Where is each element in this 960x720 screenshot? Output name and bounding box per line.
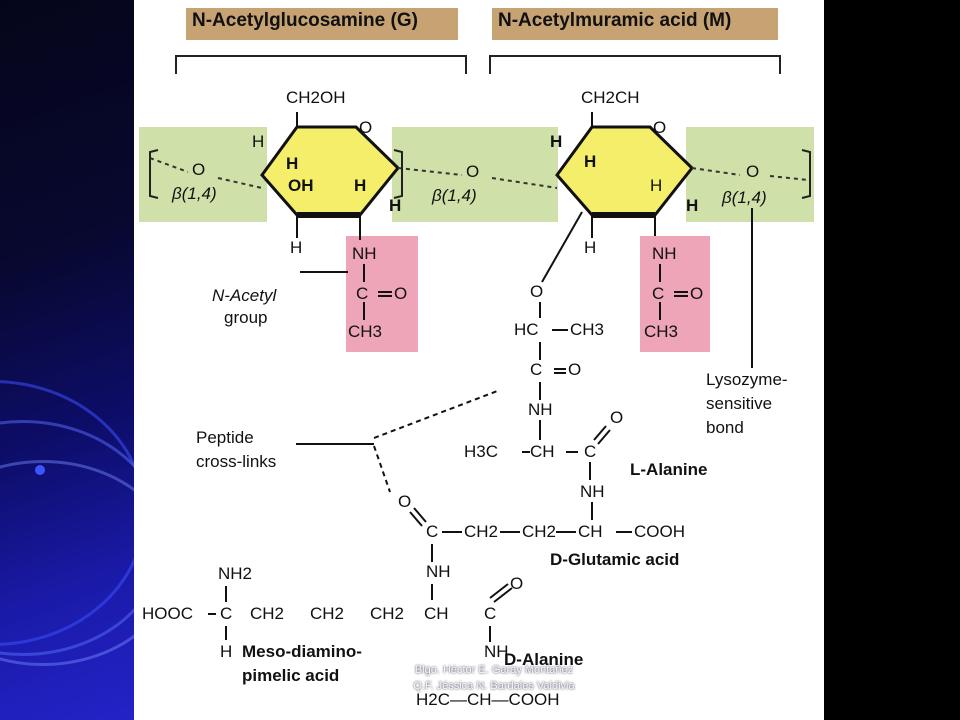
glu-nh: NH <box>580 482 605 501</box>
lysozyme-label-line2: sensitive <box>706 394 773 413</box>
lysozyme-label-line1: Lysozyme- <box>706 370 788 389</box>
bracket-m <box>489 55 781 74</box>
dap-h: H <box>220 642 233 661</box>
title-n-acetylmuramic-acid: N-Acetylmuramic acid (M) <box>498 10 732 31</box>
lala-ch: CH <box>530 442 555 461</box>
lala-h3c: H3C <box>464 442 499 461</box>
dap-ch2a: CH2 <box>250 604 285 623</box>
bond-o-mid: O <box>466 162 480 181</box>
dap-nh2: NH2 <box>218 564 253 583</box>
glc-h3: H <box>354 176 367 195</box>
acetyl-m-c: C <box>652 284 665 303</box>
lactyl-hc: HC <box>514 320 539 339</box>
muramic-ring <box>555 125 695 217</box>
acetyl-g-ch3: CH3 <box>348 322 383 341</box>
lactyl-o2: O <box>568 360 582 379</box>
acetyl-g-o: O <box>394 284 408 303</box>
glu-ch2b: CH2 <box>522 522 557 541</box>
label-box-m <box>492 8 778 40</box>
dala-c: C <box>484 604 497 623</box>
mur-h2: H <box>584 152 597 171</box>
mur-h3: H <box>650 176 663 195</box>
acetyl-box-m <box>640 236 710 352</box>
glc-h5: H <box>290 238 303 257</box>
credit-line2: Q.F. Jéssica N. Bardales Valdivia <box>413 680 575 692</box>
dala-nh: NH <box>484 642 509 661</box>
dala-o: O <box>510 574 524 593</box>
peptide-label-line1: Peptide <box>196 428 254 447</box>
glucosamine-ring <box>260 125 401 217</box>
glu-ch: CH <box>578 522 603 541</box>
bond-box-right <box>686 127 814 222</box>
label-box-g <box>186 8 458 40</box>
d-glutamic-label: D-Glutamic acid <box>550 550 680 569</box>
lala-c: C <box>584 442 597 461</box>
l-alanine-label: L-Alanine <box>630 460 708 479</box>
dala-bottom-chain: H2C—CH—COOH <box>416 690 560 709</box>
glc-h2: H <box>286 154 299 173</box>
glu-o: O <box>398 492 412 511</box>
mur-h5: H <box>584 238 597 257</box>
glu-ch2a: CH2 <box>464 522 499 541</box>
glu-cooh: COOH <box>634 522 685 541</box>
d-alanine-label: D-Alanine <box>504 650 584 669</box>
mur-ring-o: O <box>653 118 667 137</box>
beta-1-4-mid: β(1,4) <box>432 186 477 205</box>
n-acetyl-label-line1: N-Acetyl <box>212 286 277 305</box>
right-black-band <box>824 0 960 720</box>
peptide-label-line2: cross-links <box>196 452 277 471</box>
lysozyme-label-line3: bond <box>706 418 744 437</box>
lactyl-ch3: CH3 <box>570 320 605 339</box>
glc-ch2oh: CH2OH <box>286 88 346 107</box>
left-decorative-band <box>0 0 134 720</box>
acetyl-m-nh: NH <box>652 244 677 263</box>
n-acetyl-label-line2: group <box>224 308 268 327</box>
bond-box-mid <box>392 127 558 222</box>
acetyl-box-g <box>346 236 418 352</box>
beta-1-4-right: β(1,4) <box>722 188 767 207</box>
glc-h1: H <box>252 132 265 151</box>
beta-1-4-left: β(1,4) <box>172 184 217 203</box>
bracket-g <box>175 55 467 74</box>
mur-h4: H <box>686 196 699 215</box>
bond-box-left <box>139 127 267 222</box>
dap-label-line2: pimelic acid <box>242 666 340 685</box>
mur-h1: H <box>550 132 563 151</box>
peptidoglycan-diagram <box>139 8 814 642</box>
dap-ch: CH <box>424 604 449 623</box>
lala-nh: NH <box>528 400 553 419</box>
bond-o-left: O <box>192 160 206 179</box>
dap-ch2c: CH2 <box>370 604 405 623</box>
title-n-acetylglucosamine: N-Acetylglucosamine (G) <box>192 10 418 31</box>
bond-o-right: O <box>746 162 760 181</box>
bullet-dot <box>35 465 45 475</box>
glc-h4: H <box>389 196 402 215</box>
mur-ch2oh: CH2CH <box>581 88 640 107</box>
dap-nh: NH <box>426 562 451 581</box>
dap-ch2b: CH2 <box>310 604 345 623</box>
acetyl-m-ch3: CH3 <box>644 322 679 341</box>
acetyl-g-nh: NH <box>352 244 377 263</box>
dap-label-line1: Meso-diamino- <box>242 642 362 661</box>
acetyl-m-o: O <box>690 284 704 303</box>
glc-oh: OH <box>288 176 314 195</box>
diagram-panel: N-Acetylglucosamine (G) N-Acetylmuramic … <box>134 0 824 720</box>
dap-hooc: HOOC <box>142 604 193 623</box>
lala-o: O <box>610 408 624 427</box>
glc-ring-o: O <box>359 118 373 137</box>
glu-c: C <box>426 522 439 541</box>
acetyl-g-c: C <box>356 284 369 303</box>
lactyl-o: O <box>530 282 544 301</box>
lactyl-c: C <box>530 360 543 379</box>
credit-line1: Blgo. Héctor E. Garay Montañez <box>414 664 574 676</box>
dap-c: C <box>220 604 233 623</box>
